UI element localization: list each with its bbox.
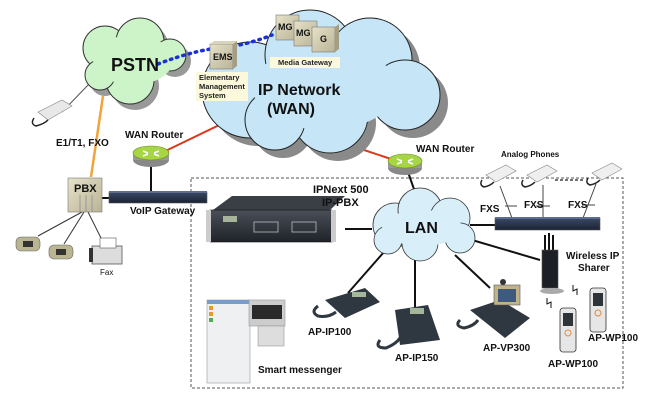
ippbx-label-2: IP-PBX xyxy=(322,197,359,209)
wan-router-right-icon xyxy=(387,153,423,175)
wan-router-left-label: WAN Router xyxy=(125,130,184,141)
pbx-icon xyxy=(67,177,103,213)
wan-router-right-label: WAN Router xyxy=(416,144,475,155)
ip-network-cloud xyxy=(201,9,448,161)
media-gateway-note: Media Gateway xyxy=(270,57,341,68)
ip-pbx-rack-icon xyxy=(206,196,345,243)
ap-ip100-phone-icon xyxy=(312,288,380,318)
trunk-label: E1/T1, FXO xyxy=(56,138,109,149)
pbx-phone-2-icon xyxy=(48,244,74,260)
ap-ip150-label: AP-IP150 xyxy=(395,353,439,364)
analog-phone-1-icon xyxy=(480,164,517,188)
fxs-gateway-icon xyxy=(494,217,601,231)
trunk-line xyxy=(89,95,105,178)
wireless-ip-sharer-icon xyxy=(540,233,564,294)
voip-gateway-icon xyxy=(108,191,208,204)
pbx-phone1-link xyxy=(37,211,83,237)
ems-note-line-3: System xyxy=(199,91,226,100)
smart-messenger-label: Smart messenger xyxy=(258,365,342,376)
mg-box-label-2: MG xyxy=(296,28,311,38)
lan-label: LAN xyxy=(405,220,438,237)
wireless-label-1: Wireless IP xyxy=(566,251,620,262)
ems-note: Elementary Management System xyxy=(196,72,248,101)
ippbx-label-1: IPNext 500 xyxy=(313,184,369,196)
analog-phone-2-icon xyxy=(521,164,558,188)
fax-icon xyxy=(89,237,123,265)
ip-network-label: IP Network xyxy=(258,82,341,99)
mg-box-label-1: MG xyxy=(278,22,293,32)
wireless-signal-icon-1 xyxy=(572,285,578,295)
wan-router-left-icon xyxy=(132,145,170,167)
fxs-line-3 xyxy=(582,183,597,219)
wan-label: (WAN) xyxy=(267,101,315,118)
ap-vp300-label: AP-VP300 xyxy=(483,343,531,354)
fxs-label-3: FXS xyxy=(568,200,588,211)
fax-label: Fax xyxy=(100,268,114,277)
voip-gateway-label: VoIP Gateway xyxy=(130,206,196,217)
lan-cloud xyxy=(372,187,476,262)
pbx-label: PBX xyxy=(74,183,97,195)
ap-ip100-label: AP-IP100 xyxy=(308,327,352,338)
fxs-label-1: FXS xyxy=(480,204,500,215)
wireless-label-2: Sharer xyxy=(578,263,610,274)
pstn-analog-phone-icon xyxy=(31,99,73,127)
ems-note-line-2: Management xyxy=(199,82,245,91)
mg-box-label-3: G xyxy=(320,34,328,44)
lan-ip100-link xyxy=(347,251,385,294)
wireless-signal-icon-2 xyxy=(546,298,552,308)
smart-messenger-screenshot-icon xyxy=(206,299,286,384)
ems-box-label: EMS xyxy=(213,52,233,62)
lan-vp300-link xyxy=(454,254,491,289)
ap-wp100-handset-1-icon xyxy=(559,307,577,353)
ap-wp100-handset-2-icon xyxy=(589,287,607,333)
ems-server-icon xyxy=(209,41,237,70)
analog-phones-label: Analog Phones xyxy=(501,150,560,159)
lan-boundary xyxy=(190,177,624,389)
pstn-cloud xyxy=(82,17,191,110)
pbx-phone2-link xyxy=(63,211,85,245)
fxs-line-1 xyxy=(499,185,513,219)
fxs-label-2: FXS xyxy=(524,200,544,211)
media-gateway-servers-icon xyxy=(275,14,339,53)
ap-ip150-phone-icon xyxy=(376,305,440,350)
ems-note-line-1: Elementary xyxy=(199,73,240,82)
ap-vp300-phone-icon xyxy=(456,279,530,338)
analog-phone-3-icon xyxy=(586,162,623,186)
pbx-phone-1-icon xyxy=(15,236,41,252)
pbx-fax-link xyxy=(87,211,103,241)
ap-wp100-label-bottom: AP-WP100 xyxy=(548,359,599,370)
pstn-label: PSTN xyxy=(111,55,160,75)
lan-wireless-link xyxy=(471,239,541,261)
ap-wp100-label-right: AP-WP100 xyxy=(588,333,639,344)
